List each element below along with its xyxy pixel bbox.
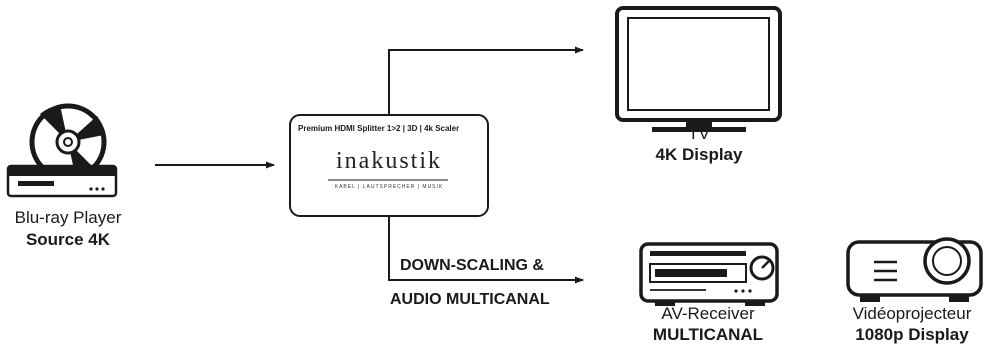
receiver-type: MULTICANAL	[652, 325, 764, 344]
projector-icon	[846, 237, 983, 302]
bluray-player-icon	[6, 103, 118, 198]
flow-label-line2: AUDIO MULTICANAL	[390, 291, 550, 308]
source-name: Blu-ray Player	[14, 208, 122, 227]
projector-name: Vidéoprojecteur	[852, 304, 972, 323]
av-receiver-icon	[639, 242, 779, 306]
arrow-to-receiver	[388, 216, 584, 284]
source-type: Source 4K	[25, 230, 111, 249]
flow-label-line1: DOWN-SCALING &	[400, 257, 544, 274]
splitter-tagline: KABEL | LAUTSPRECHER | MUSIK	[334, 184, 444, 190]
tv-icon	[615, 6, 782, 132]
splitter-brand-logo: inakustik	[336, 148, 442, 174]
arrow-to-tv	[388, 46, 584, 115]
receiver-name: AV-Receiver	[661, 304, 755, 323]
tv-type: 4K Display	[655, 145, 743, 164]
splitter-title: Premium HDMI Splitter 1>2 | 3D | 4k Scal…	[298, 124, 460, 133]
tv-name: TV	[688, 124, 710, 143]
projector-type: 1080p Display	[855, 325, 969, 344]
